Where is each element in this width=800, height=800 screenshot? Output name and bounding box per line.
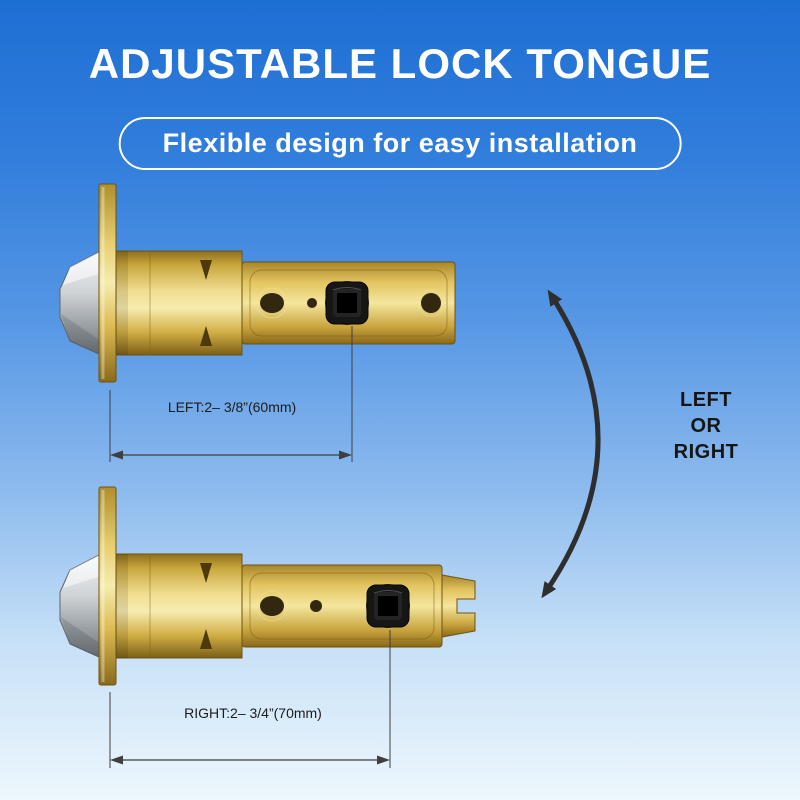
side-label-line-1: LEFT bbox=[680, 389, 732, 411]
small-hole bbox=[310, 600, 322, 612]
oval-hole bbox=[260, 293, 284, 313]
spindle-highlight bbox=[332, 287, 362, 291]
square-drive-hole bbox=[337, 293, 357, 313]
top-dimension-lines bbox=[109, 326, 353, 462]
square-drive-hole bbox=[378, 596, 398, 616]
body-shadow bbox=[116, 251, 128, 355]
bolt-shadow bbox=[61, 314, 101, 355]
curved-double-arrow-icon bbox=[541, 289, 601, 599]
top-dimension-label: LEFT:2– 3/8”(60mm) bbox=[167, 399, 297, 415]
body-notch-top bbox=[200, 563, 212, 583]
latch-body bbox=[115, 553, 243, 659]
faceplate-highlight bbox=[101, 490, 105, 682]
backplate-etch bbox=[249, 269, 448, 337]
oval-hole bbox=[260, 596, 284, 616]
round-hole bbox=[421, 293, 441, 313]
bolt-highlight bbox=[63, 554, 101, 588]
bolt-highlight bbox=[63, 251, 101, 285]
bottom-latch-illustration bbox=[59, 486, 476, 686]
bottom-dimension-label: RIGHT:2– 3/4”(70mm) bbox=[184, 705, 322, 721]
subtitle-pill: Flexible design for easy installation bbox=[118, 117, 682, 170]
left-or-right-label: LEFT OR RIGHT bbox=[654, 387, 758, 465]
backplate-etch bbox=[249, 572, 435, 640]
top-latch-illustration bbox=[59, 183, 456, 383]
body-notch-bottom bbox=[200, 629, 212, 649]
round-hole-ring bbox=[417, 289, 445, 317]
side-label-line-3: RIGHT bbox=[673, 441, 739, 463]
oval-hole-ring bbox=[256, 590, 288, 622]
subtitle-text: Flexible design for easy installation bbox=[162, 128, 638, 158]
latch-body bbox=[115, 250, 243, 356]
bolt-shadow bbox=[61, 617, 101, 658]
body-notch-top bbox=[200, 260, 212, 280]
faceplate-highlight bbox=[101, 187, 105, 379]
side-label-line-2: OR bbox=[690, 415, 722, 437]
page-title: ADJUSTABLE LOCK TONGUE bbox=[88, 40, 712, 87]
oval-hole-ring bbox=[256, 287, 288, 319]
small-hole bbox=[307, 298, 317, 308]
body-shadow bbox=[116, 554, 128, 658]
spindle-highlight bbox=[373, 590, 403, 594]
forked-end bbox=[441, 574, 476, 638]
bottom-dimension-lines bbox=[109, 630, 391, 768]
body-notch-bottom bbox=[200, 326, 212, 346]
